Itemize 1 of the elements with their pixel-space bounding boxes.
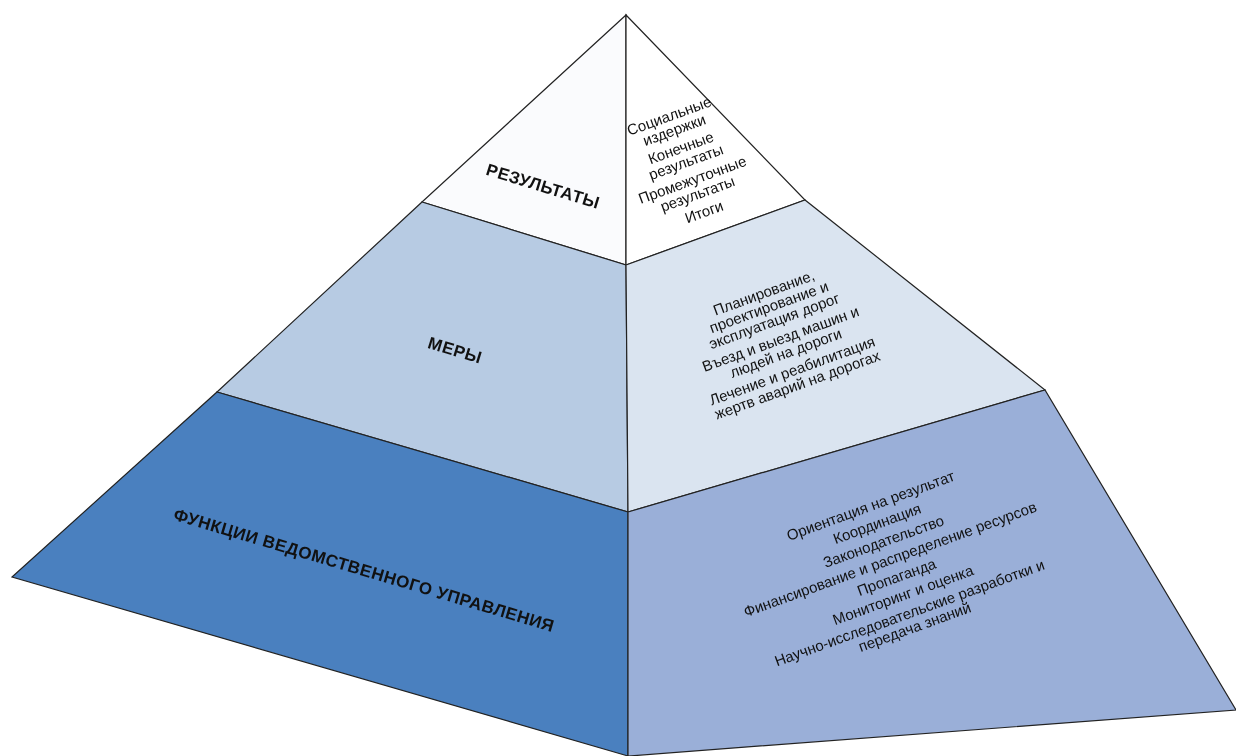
tier-heading: МЕРЫ xyxy=(426,334,484,366)
